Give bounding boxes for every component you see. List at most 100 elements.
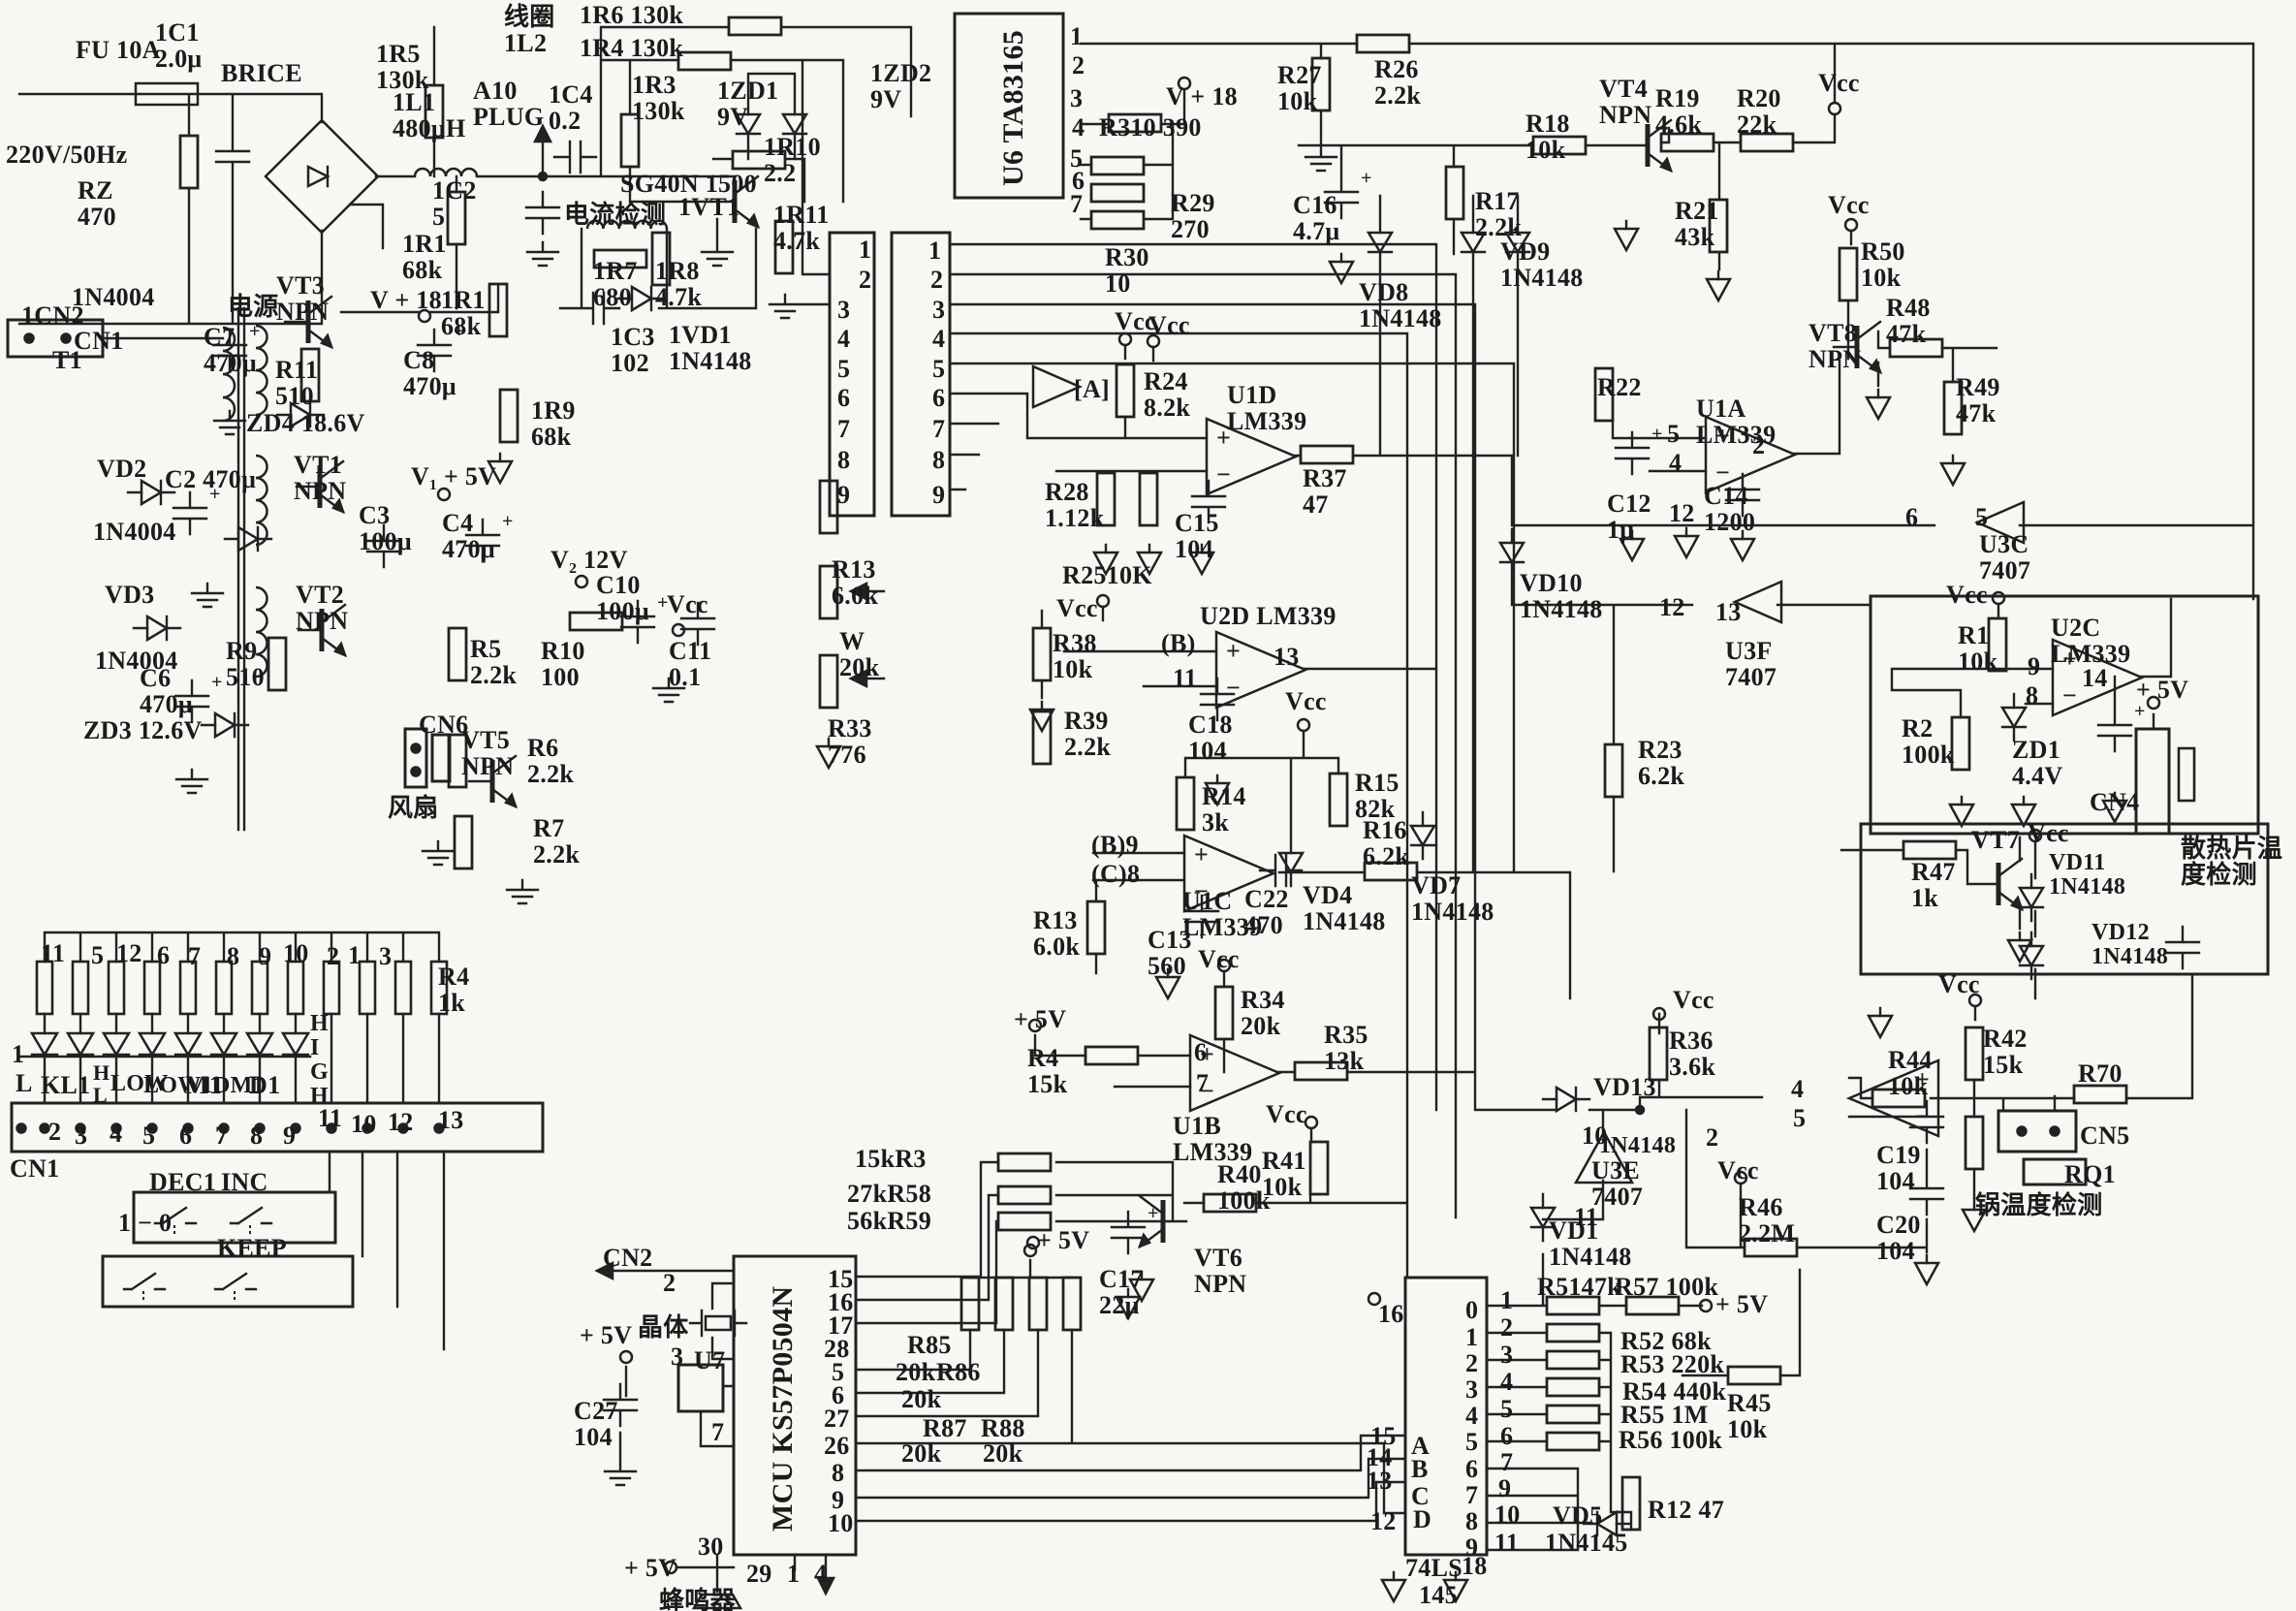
schematic-label: C13 560	[1148, 926, 1192, 981]
schematic-label: 1R11 4.7k	[773, 201, 830, 256]
schematic-label: R29 270	[1171, 189, 1215, 244]
schematic-label: 15	[828, 1265, 854, 1293]
schematic-label: R16 6.2k	[1363, 816, 1410, 871]
schematic-label: 1R4 130k	[580, 34, 684, 62]
schematic-label: R7 2.2k	[533, 814, 581, 869]
schematic-label: R19 4.6k	[1655, 84, 1703, 140]
schematic-label: 1	[1465, 1323, 1479, 1351]
schematic-label: VD11 1N4148	[2049, 850, 2126, 900]
schematic-label: 1N4004	[95, 647, 178, 675]
schematic-label: VD4 1N4148	[1303, 881, 1386, 936]
schematic-label: R4 1k	[438, 963, 470, 1018]
svg-text:+: +	[209, 484, 220, 505]
schematic-label: 0	[1465, 1296, 1479, 1324]
schematic-label: Vcc	[1198, 945, 1240, 973]
schematic-label: 3	[837, 296, 851, 324]
schematic-label: 74LS	[1405, 1554, 1463, 1582]
svg-text:+: +	[211, 672, 222, 693]
schematic-label: R54 440k	[1622, 1377, 1727, 1406]
schematic-label: 6	[932, 384, 946, 412]
schematic-label: 2	[663, 1269, 676, 1297]
schematic-label: 1C3 102	[611, 323, 655, 378]
schematic-label: C14 1200	[1704, 482, 1756, 537]
schematic-label: R48 47k	[1886, 294, 1931, 349]
schematic-label: + 5V	[624, 1554, 677, 1582]
schematic-label: 1VT1	[678, 193, 740, 221]
schematic-label: V + 18	[370, 286, 442, 314]
schematic-label: Vcc	[1828, 191, 1870, 219]
schematic-label: R38 10k	[1053, 629, 1097, 684]
schematic-label: 17	[828, 1311, 854, 1340]
schematic-label: 2	[930, 266, 944, 294]
schematic-label: R1 10k	[1958, 621, 1998, 677]
schematic-label: C20 104	[1876, 1211, 1921, 1266]
schematic-label: 29	[746, 1560, 772, 1588]
schematic-label: 8	[227, 942, 240, 970]
schematic-label: 15kR3	[855, 1145, 927, 1173]
schematic-label: 5	[1975, 503, 1989, 531]
schematic-label: 1N4004	[93, 518, 176, 546]
schematic-label: 18	[1462, 1552, 1488, 1580]
schematic-label: R13 6.0k	[832, 555, 879, 611]
schematic-label: 3	[1500, 1341, 1514, 1369]
schematic-label: 27kR58	[847, 1180, 932, 1208]
schematic-label: Vcc	[1285, 687, 1327, 715]
schematic-label: R2510K	[1062, 561, 1152, 589]
svg-text:+: +	[1915, 1065, 1930, 1093]
schematic-label: 6	[157, 941, 171, 969]
schematic-label: M1	[185, 1071, 223, 1099]
schematic-label: 5	[142, 1121, 156, 1150]
schematic-label: + 5V	[580, 1321, 633, 1349]
svg-text:+: +	[454, 321, 464, 342]
schematic-label: C6 470μ	[140, 664, 193, 719]
schematic-label: 1R10 2.2	[764, 133, 821, 188]
schematic-label: R53 220k	[1620, 1350, 1725, 1378]
schematic-label: 5	[932, 355, 946, 383]
svg-text:+: +	[1361, 168, 1371, 189]
schematic-label: R87	[923, 1414, 967, 1442]
schematic-label: KEEP	[217, 1234, 287, 1262]
schematic-label: VT6 NPN	[1194, 1244, 1247, 1299]
schematic-label: R27 10k	[1277, 61, 1322, 116]
schematic-label: R40 100k	[1217, 1160, 1271, 1216]
schematic-label: R45 10k	[1727, 1389, 1772, 1444]
schematic-label: R9 510	[226, 637, 265, 692]
schematic-label: (C)8	[1091, 860, 1141, 888]
schematic-label: R17 2.2k	[1475, 187, 1523, 242]
svg-text:+: +	[1216, 424, 1231, 452]
svg-text:+: +	[1715, 422, 1730, 450]
schematic-label: 10	[828, 1509, 854, 1537]
schematic-label: 10	[351, 1110, 377, 1138]
schematic-label: VT5 NPN	[461, 726, 515, 781]
schematic-label: U3E 7407	[1591, 1156, 1644, 1212]
schematic-label: R57 100k	[1615, 1273, 1719, 1301]
schematic-label: 11	[1173, 664, 1198, 692]
schematic-label: C17 22μ	[1099, 1265, 1144, 1320]
svg-text:−: −	[2062, 681, 2077, 710]
schematic-label: R37 47	[1303, 464, 1347, 520]
schematic-label: VT1 NPN	[294, 451, 347, 506]
schematic-label: CN4	[2090, 788, 2140, 816]
schematic-label: C27 104	[574, 1397, 618, 1452]
schematic-label: CN1	[74, 327, 124, 355]
schematic-label: VT8 NPN	[1808, 319, 1862, 374]
schematic-label: 30	[698, 1532, 724, 1561]
schematic-label: 1R6 130k	[580, 1, 684, 29]
schematic-label: 3	[671, 1342, 684, 1371]
schematic-label: 12	[116, 939, 142, 967]
schematic-label: R20 22k	[1737, 84, 1781, 140]
schematic-label: VD2	[97, 455, 147, 483]
schematic-label: 2	[1752, 431, 1766, 459]
schematic-label: 9	[932, 481, 946, 509]
schematic-label: 2	[1465, 1349, 1479, 1377]
schematic-label: R5147k	[1537, 1273, 1622, 1301]
schematic-label: 5	[91, 941, 105, 969]
schematic-label: ZD4 18.6V	[246, 409, 365, 437]
schematic-label: VT2 NPN	[296, 581, 349, 636]
schematic-label: 12	[1370, 1507, 1397, 1535]
schematic-label: R11 510	[275, 356, 319, 411]
schematic-label: C2 470μ	[165, 465, 257, 493]
schematic-label: 16	[1378, 1300, 1404, 1328]
schematic-label: A10 PLUG	[473, 77, 545, 132]
schematic-label: 10	[1582, 1121, 1608, 1150]
